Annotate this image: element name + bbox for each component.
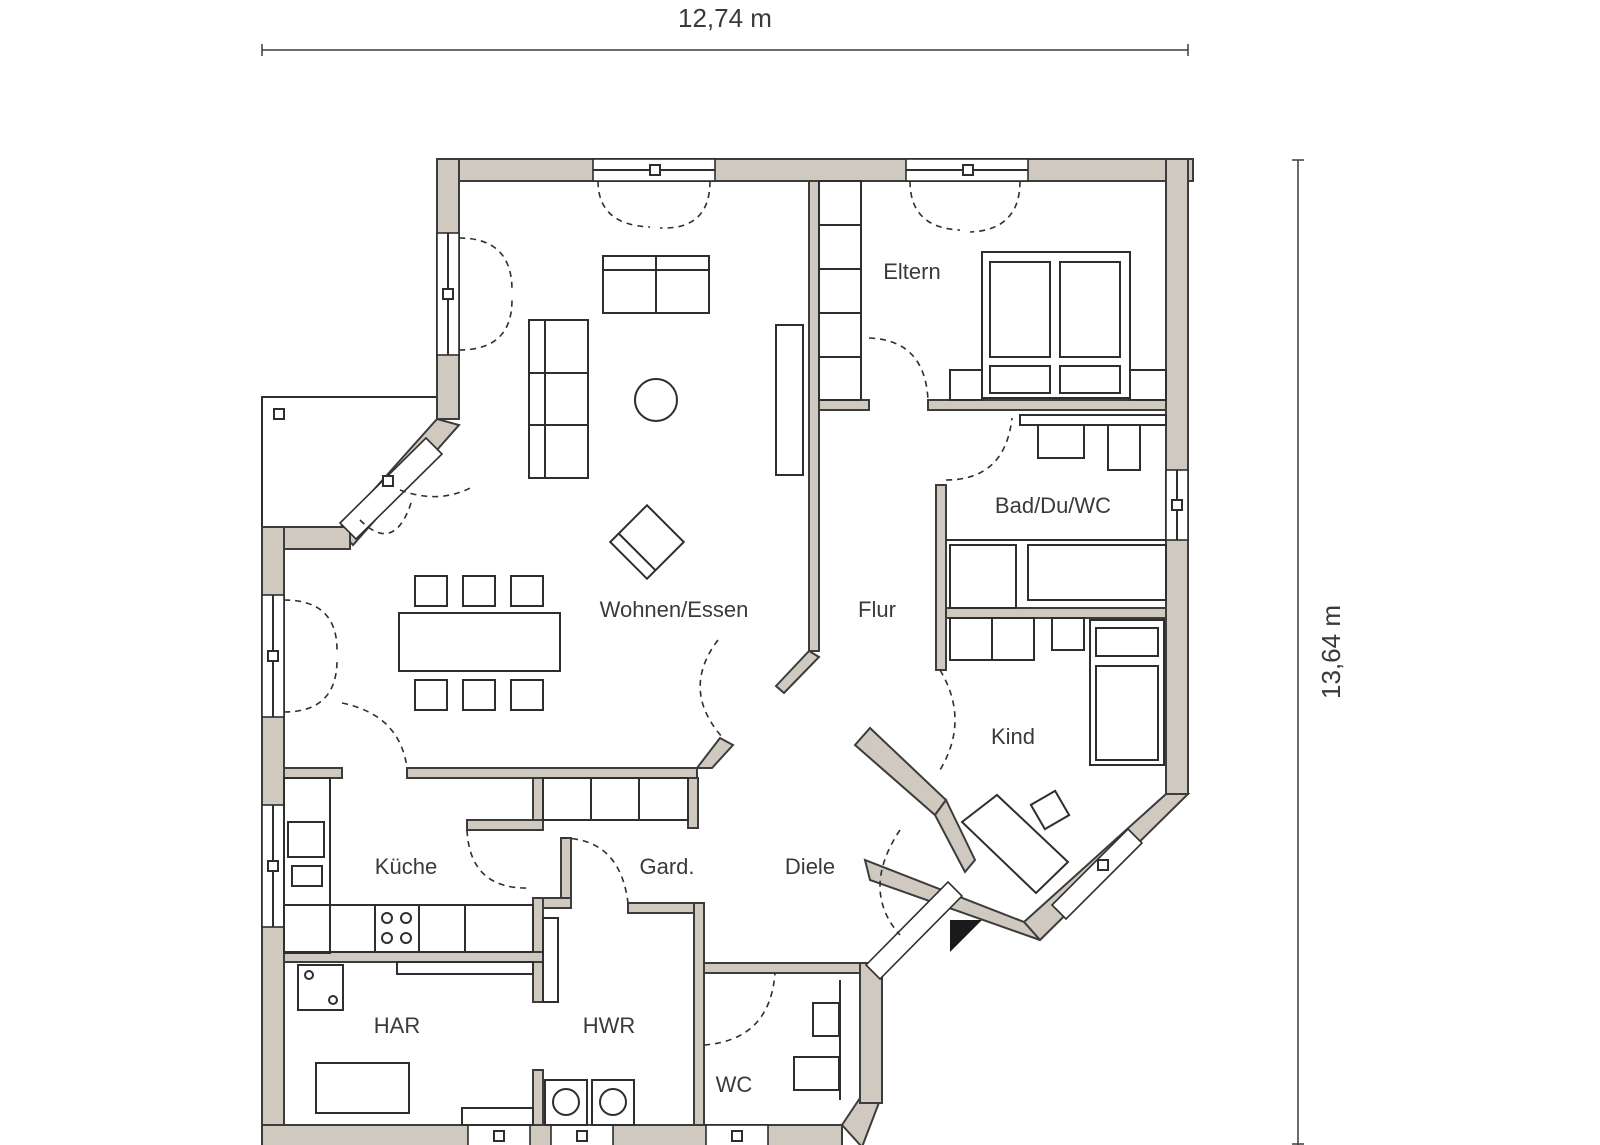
room-label-wc: WC [716,1072,753,1097]
inner-walls [283,180,1167,1126]
kitchen-furniture [283,777,689,954]
sofa [528,319,589,479]
window-icon [864,880,964,981]
side-table [634,378,678,422]
bathtub [1027,544,1167,601]
room-label-kueche: Küche [375,854,437,879]
door-swing-icon [879,829,901,936]
kind-furniture [949,617,1165,895]
door-swing-icon [659,180,711,229]
wardrobe [818,180,862,401]
windows [261,158,1189,1145]
door-swing-icon [359,499,413,535]
toilet [793,1056,840,1091]
entrance-arrow-icon [950,920,982,952]
sink [812,1002,840,1037]
terrace-outline [261,396,438,530]
door-swing-icon [560,837,629,904]
sideboard [775,324,804,476]
toilet [1107,424,1141,471]
chair [510,679,544,711]
room-label-gard: Gard. [639,854,694,879]
dimension-lines [261,44,1304,1145]
door-swing-icon [909,180,961,231]
shower [949,544,1017,609]
room-label-diele: Diele [785,854,835,879]
door-swing-icon [458,237,513,291]
sink [1037,424,1085,459]
door-swing-icon [458,299,513,351]
door-swing-icon [597,180,651,228]
chair [1029,789,1071,831]
door-swing-icon [283,599,338,651]
chair [510,575,544,607]
nightstand [1129,369,1167,401]
door-swings [283,180,1021,1046]
door-swing-icon [939,669,956,771]
door-swing-icon [703,972,776,1046]
door-swing-icon [399,485,475,498]
dimension-height: 13,64 m [1316,605,1346,699]
bath-furniture [946,414,1167,609]
dimension-width: 12,74 m [678,3,772,33]
sink [287,821,325,858]
window-icon [338,436,444,541]
terrace-post [273,408,285,420]
door-swing-icon [341,702,408,769]
room-label-bad: Bad/Du/WC [995,493,1111,518]
wc-furniture [793,980,841,1100]
dining-table [398,612,561,672]
table [315,1062,410,1114]
counter [283,904,534,953]
living-furniture [398,255,804,711]
room-label-hwr: HWR [583,1013,636,1038]
armchair [608,503,686,581]
door-swing-icon [868,337,929,401]
wardrobe [542,777,689,821]
room-label-flur: Flur [858,597,896,622]
eltern-furniture [818,180,1167,401]
cooktop-icon [381,912,412,944]
room-label-eltern: Eltern [883,259,940,284]
chair [462,575,496,607]
utility-furniture [297,917,635,1126]
nightstand [949,369,983,401]
door-swing-icon [945,417,1013,481]
door-swing-icon [466,829,531,889]
door-swing-icon [699,639,724,739]
window-icon [1050,827,1144,921]
room-labels: Wohnen/Essen Eltern Flur Bad/Du/WC Kind … [374,259,1111,1097]
desk [960,793,1070,895]
room-label-wohnen: Wohnen/Essen [600,597,749,622]
door-swing-icon [283,659,338,713]
shelf [1051,617,1085,651]
room-label-kind: Kind [991,724,1035,749]
chair [414,575,448,607]
room-label-har: HAR [374,1013,420,1038]
chair [414,679,448,711]
door-swing-icon [969,180,1021,233]
chair [462,679,496,711]
